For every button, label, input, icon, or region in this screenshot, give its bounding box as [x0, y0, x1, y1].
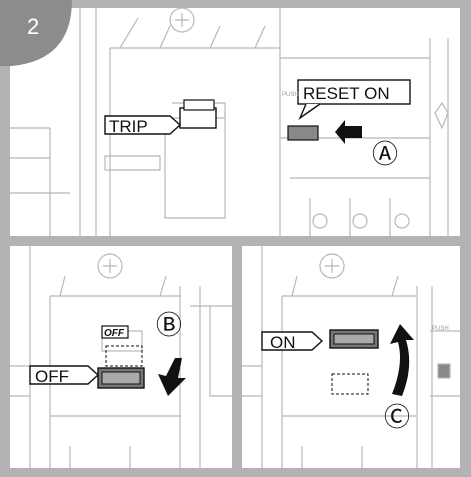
reset-label: RESET ON	[303, 84, 390, 103]
panel-off-step: OFF OFF Ⓑ	[10, 246, 232, 468]
lever-ghost-right	[332, 374, 368, 394]
off-label: OFF	[35, 367, 69, 386]
push-mark: PUSH	[282, 92, 299, 98]
panel-on-step: PUSH ON Ⓒ	[242, 246, 460, 468]
down-arrow	[158, 358, 186, 396]
push-mark-right: PUSH	[432, 326, 449, 332]
push-arrow	[335, 120, 362, 144]
off-mark: OFF	[104, 328, 125, 339]
breaker-illustration-top: TRIP RESET ON PUSH Ⓐ	[10, 8, 460, 236]
breaker-illustration-on: PUSH ON Ⓒ	[242, 246, 460, 468]
up-arrow	[390, 324, 414, 396]
trip-lever	[180, 108, 216, 128]
lever-ghost	[106, 346, 142, 366]
on-label: ON	[270, 333, 296, 352]
callout-c: Ⓒ	[384, 402, 410, 432]
trip-label: TRIP	[109, 117, 148, 136]
callout-b: Ⓑ	[156, 310, 182, 340]
reset-button	[288, 126, 318, 140]
breaker-illustration-off: OFF OFF Ⓑ	[10, 246, 232, 468]
panel-reset-step: TRIP RESET ON PUSH Ⓐ	[10, 8, 460, 236]
callout-a: Ⓐ	[372, 139, 398, 169]
